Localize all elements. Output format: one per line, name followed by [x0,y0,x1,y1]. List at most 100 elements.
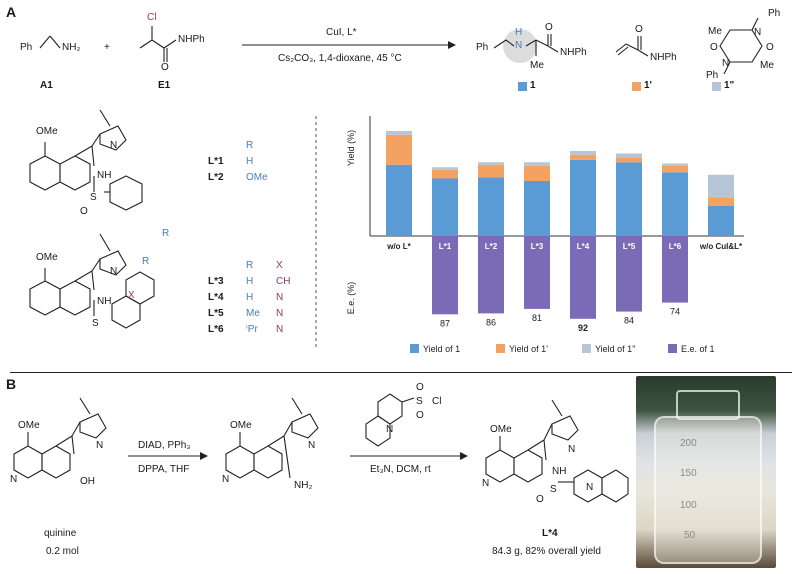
table2-r: H [246,292,254,303]
plus-sign: + [104,42,110,53]
p3-o2: O [710,42,718,53]
step2-bottom: Et₃N, DCM, rt [370,464,431,475]
bar-segment [708,197,734,206]
panel-a-scheme [39,17,763,75]
p1-o: O [545,22,553,33]
bar-segment [432,178,458,236]
bar-segment [570,159,596,236]
lig-bot-x: X [128,290,135,301]
product-ome: OMe [490,424,512,435]
p1-me: Me [530,60,544,71]
bar-segment [478,177,504,236]
bar-segment [616,153,642,158]
p1-h: H [515,27,523,38]
lig-top-r: R [162,228,170,239]
bar-segment [570,154,596,160]
bar-segment [662,172,688,236]
lig-bot-ome: OMe [36,252,58,263]
reagent-o2: O [416,410,424,421]
lig-bot-n: N [110,266,118,277]
table2-name: L*6 [208,324,224,335]
reagent-s: S [416,396,423,407]
p3-n1: N [754,27,762,38]
legend-label: Yield of 1 [423,344,460,354]
p1-n: N [515,40,523,51]
ligand-structures [29,109,317,350]
bar-segment [386,131,412,135]
legend-swatch [496,344,505,353]
table2-r: H [246,276,254,287]
product-label: L*4 [542,528,558,539]
ee-bar [432,236,458,315]
quinine-label: quinine [44,528,77,539]
table2-header: R X [208,260,308,276]
table2-row: L*5 Me N [208,308,308,324]
ee-label: 81 [532,313,542,323]
a1-ph: Ph [20,42,33,53]
e1-nhph: NHPh [178,34,205,45]
bottle-mark: 50 [684,530,696,541]
bottle-mark: 100 [680,500,697,511]
lig-bot-nh: NH [97,296,112,307]
table2-header-r: R [246,260,254,271]
quinine-n: N [96,440,104,451]
table1-name: L*2 [208,172,224,183]
quinine-ome: OMe [18,420,40,431]
bar-segment [708,174,734,198]
ee-bar [570,236,596,319]
legend-swatch [410,344,419,353]
step1-bottom: DPPA, THF [138,464,190,475]
table2-x: N [276,324,284,335]
lig-top-o: O [80,206,88,217]
legend-label: Yield of 1' [509,344,548,354]
category-label: w/o L* [386,242,411,251]
lig-bot-r: R [142,256,150,267]
lig-bot-s: S [92,318,99,329]
bar-segment [616,157,642,163]
ee-bar [662,236,688,303]
product-nh: NH [552,466,567,477]
bottle-mark: 200 [680,438,697,449]
product-qn: N [586,482,594,493]
arrow-top-conditions: CuI, L* [326,27,357,38]
ee-label: 74 [670,307,680,317]
ee-label: 92 [578,323,588,333]
e1-o: O [161,62,169,73]
chart-ylabel-top: Yield (%) [346,130,356,166]
table2-r: Me [246,308,260,319]
lig-top-s: S [90,192,97,203]
a1-nh2: NH₂ [62,42,81,53]
lig-top-nh: NH [97,170,112,181]
ee-label: 86 [486,317,496,327]
e1-label: E1 [158,80,171,91]
bar-segment [570,151,596,155]
category-label: L*3 [531,242,544,251]
table2-x: N [276,308,284,319]
reagent-o1: O [416,382,424,393]
panel-b-divider [10,372,792,373]
bottle-mark: 150 [680,468,697,479]
legend-swatch [668,344,677,353]
table2-r: ⁱPr [246,324,258,335]
amine-nh2: NH₂ [294,480,313,491]
yield-ee-chart: Yield (%) E.e. (%) w/o L* 87 L*1 86 L*2 81 L*3 92… [346,116,744,354]
p2-swatch [632,82,641,91]
amine-ome: OMe [230,420,252,431]
p3-ph1: Ph [768,8,781,19]
bar-segment [524,166,550,181]
ee-label: 87 [440,318,450,328]
quinine-oh: OH [80,476,95,487]
table1-header-r: R [246,140,254,151]
category-label: L*2 [485,242,498,251]
bar-segment [478,164,504,178]
category-label: L*6 [669,242,682,251]
quinine-amount: 0.2 mol [46,546,79,557]
bar-segment [662,166,688,173]
bar-segment [524,162,550,166]
chart-ylabel-bottom: E.e. (%) [346,282,356,315]
ee-bar [524,236,550,309]
p2-o: O [635,24,643,35]
bar-segment [432,167,458,170]
product-ring-n: N [482,478,490,489]
category-label: L*1 [439,242,452,251]
